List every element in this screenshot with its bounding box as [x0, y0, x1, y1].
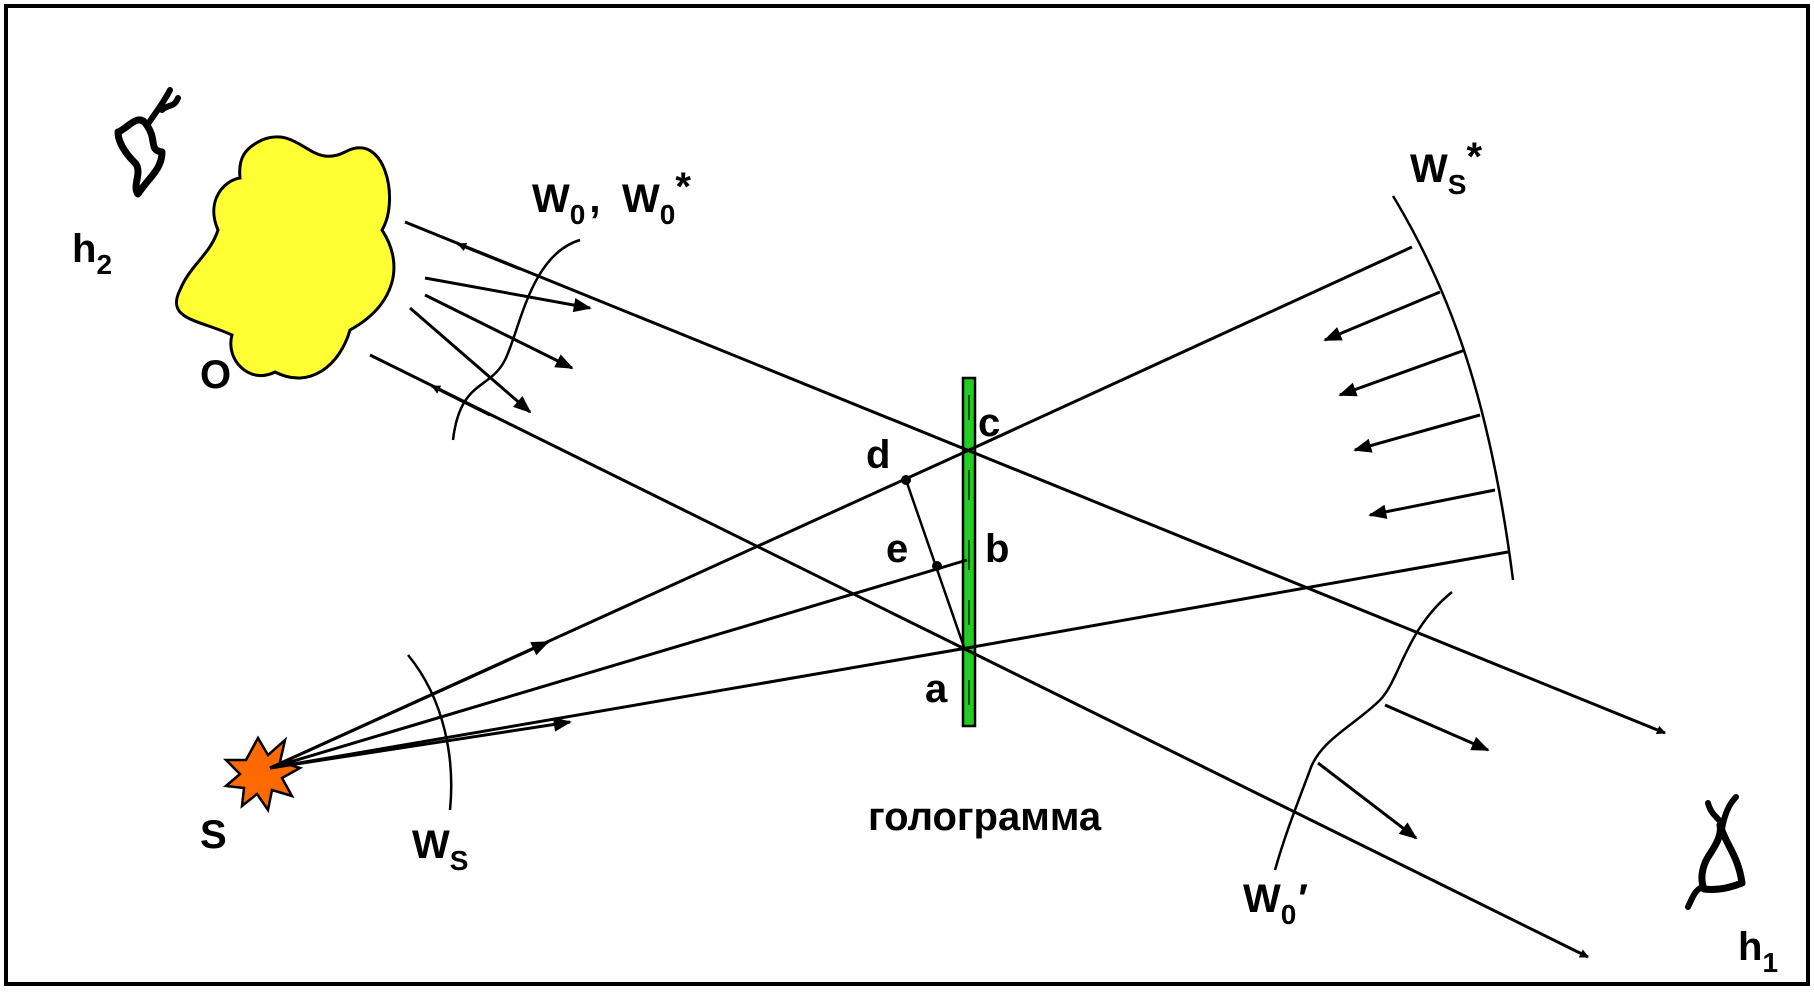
point-c-label: c	[978, 401, 1000, 445]
ray-upper-back-arrow	[457, 242, 521, 271]
ray-wsstar-upper	[966, 245, 1413, 453]
ray-s-lower-arrow	[269, 717, 572, 770]
wsstar-arrow-1	[1323, 290, 1441, 342]
ray-s-to-a	[269, 646, 968, 770]
object-wave-arrow-2	[424, 293, 574, 370]
point-d-dot	[901, 475, 911, 485]
w0prime-arrow-2	[1317, 761, 1418, 840]
ray-s-upper-arrow	[269, 640, 550, 770]
ray-s-to-b	[269, 558, 968, 770]
object-wave-arrow-1	[424, 276, 592, 313]
object-label: O	[200, 353, 231, 397]
wavefront-w0prime	[1273, 591, 1453, 871]
point-e-label: e	[886, 527, 908, 571]
w0-label: W0,	[532, 177, 600, 230]
ray-lower-reconstructed	[369, 353, 1589, 959]
wavefront-ws	[407, 654, 453, 811]
hologram-label: голограмма	[868, 795, 1102, 839]
w0prime-label: W0′	[1243, 877, 1308, 930]
wavefront-wsstar	[1391, 195, 1515, 581]
ws-label: WS	[412, 823, 468, 876]
star-burst-icon	[222, 735, 304, 814]
wsstar-arrow-4	[1368, 488, 1496, 519]
ray-wsstar-lower	[966, 550, 1509, 650]
wsstar-label: WS*	[1410, 135, 1482, 200]
object-blob	[174, 135, 396, 380]
observer-h2-label: h2	[72, 227, 112, 280]
w0prime-arrow-1	[1384, 703, 1490, 752]
point-b-label: b	[985, 527, 1009, 571]
observer-h1-label: h1	[1738, 925, 1778, 978]
ray-lower-back-arrow	[431, 384, 491, 417]
wavefront-w0	[451, 238, 581, 441]
eye-icon	[1685, 794, 1746, 910]
object-wave-arrow-3	[409, 306, 532, 414]
source-label: S	[200, 813, 227, 857]
eye-icon	[114, 87, 181, 198]
ray-upper-reconstructed	[404, 220, 1666, 735]
point-d-label: d	[866, 433, 890, 477]
point-a-label: a	[925, 667, 948, 711]
wsstar-arrow-3	[1353, 413, 1481, 453]
point-e-dot	[932, 561, 942, 571]
hologram-plate	[961, 376, 977, 728]
w0star-label: W0*	[622, 165, 691, 230]
wsstar-arrow-2	[1338, 348, 1466, 397]
